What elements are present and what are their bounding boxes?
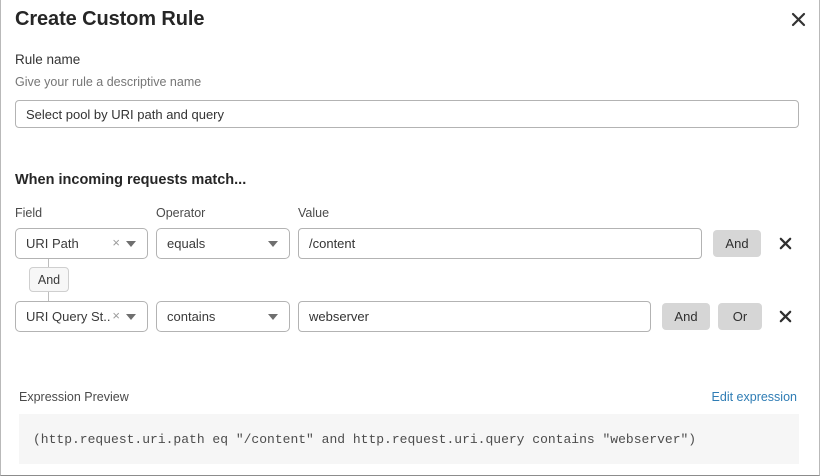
connector-line-bottom bbox=[48, 292, 49, 301]
chevron-down-icon[interactable] bbox=[268, 240, 278, 247]
edit-expression-link[interactable]: Edit expression bbox=[711, 390, 797, 404]
row-or-button[interactable]: Or bbox=[718, 303, 762, 330]
expression-preview-box: (http.request.uri.path eq "/content" and… bbox=[19, 414, 799, 464]
value-input[interactable] bbox=[298, 228, 702, 259]
field-select[interactable]: URI Path × bbox=[15, 228, 148, 259]
field-select-value: URI Path bbox=[26, 236, 79, 251]
operator-select[interactable]: contains bbox=[156, 301, 290, 332]
condition-row: URI Query St... × contains And Or bbox=[1, 301, 820, 332]
condition-row: URI Path × equals And bbox=[1, 228, 820, 259]
expression-preview-label: Expression Preview bbox=[19, 390, 129, 404]
match-section-heading: When incoming requests match... bbox=[15, 172, 247, 188]
close-icon-glyph bbox=[791, 12, 805, 26]
operator-select-value: equals bbox=[167, 236, 206, 251]
close-icon bbox=[779, 237, 791, 249]
column-header-value: Value bbox=[298, 206, 330, 220]
rule-name-help-text: Give your rule a descriptive name bbox=[15, 75, 202, 89]
connector-line-top bbox=[48, 259, 49, 268]
field-select[interactable]: URI Query St... × bbox=[15, 301, 148, 332]
delete-row-button[interactable] bbox=[775, 303, 795, 329]
value-input[interactable] bbox=[298, 301, 651, 332]
row-and-button[interactable]: And bbox=[713, 230, 761, 257]
operator-select[interactable]: equals bbox=[156, 228, 290, 259]
chevron-down-icon[interactable] bbox=[126, 240, 136, 247]
expression-preview-text: (http.request.uri.path eq "/content" and… bbox=[33, 431, 697, 447]
close-icon[interactable] bbox=[785, 6, 811, 32]
clear-icon[interactable]: × bbox=[112, 308, 120, 323]
chevron-down-icon[interactable] bbox=[126, 313, 136, 320]
clear-icon[interactable]: × bbox=[112, 235, 120, 250]
field-select-value: URI Query St... bbox=[26, 309, 111, 324]
column-header-operator: Operator bbox=[156, 206, 206, 220]
close-icon bbox=[779, 310, 791, 322]
row-connector: And bbox=[15, 259, 135, 301]
connector-and-button[interactable]: And bbox=[29, 267, 69, 292]
row-and-button[interactable]: And bbox=[662, 303, 710, 330]
column-header-field: Field bbox=[15, 206, 43, 220]
rule-name-input[interactable] bbox=[15, 100, 799, 128]
rule-name-label: Rule name bbox=[15, 52, 81, 67]
operator-select-value: contains bbox=[167, 309, 216, 324]
chevron-down-icon[interactable] bbox=[268, 313, 278, 320]
delete-row-button[interactable] bbox=[775, 230, 795, 256]
dialog-title: Create Custom Rule bbox=[15, 8, 205, 30]
